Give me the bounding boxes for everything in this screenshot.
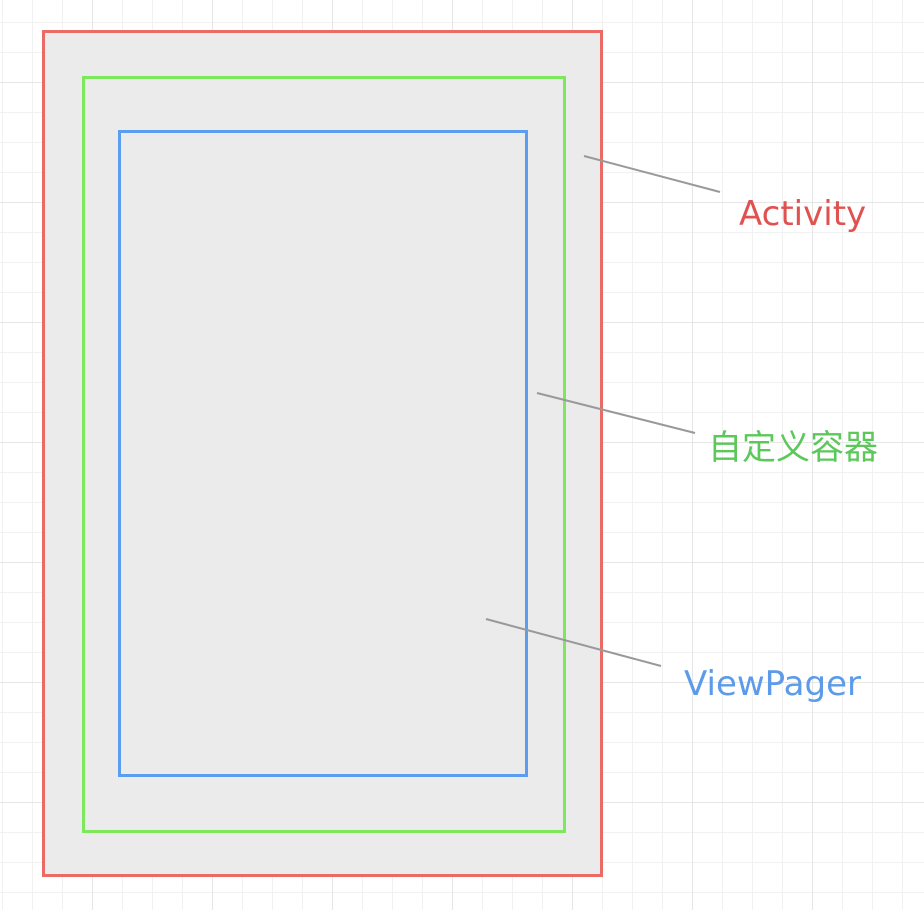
custom-container-label: 自定义容器: [708, 428, 878, 468]
activity-leader-line: [583, 155, 721, 193]
activity-label: Activity: [739, 194, 867, 234]
viewpager-label: ViewPager: [684, 664, 861, 704]
viewpager-box: [118, 130, 528, 777]
